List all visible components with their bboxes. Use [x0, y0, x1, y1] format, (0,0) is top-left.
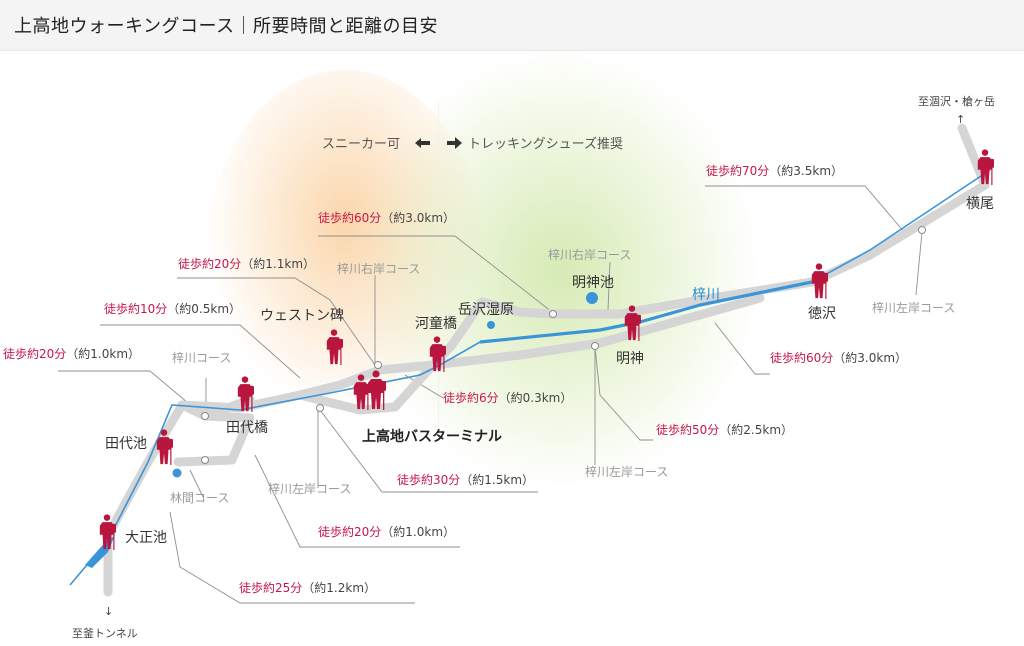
walk-time-label: 徒歩約25分（約1.2km）	[239, 580, 376, 595]
trail-junction-icon	[316, 404, 324, 412]
place-taishiro-bashi: 田代橋	[226, 420, 268, 436]
walk-time-label: 徒歩約60分（約3.0km）	[318, 210, 455, 225]
walk-time-label: 徒歩約60分（約3.0km）	[770, 350, 907, 365]
river-label: 梓川	[692, 287, 720, 303]
arrow-right-icon	[455, 137, 462, 149]
walk-time-label: 徒歩約70分（約3.5km）	[706, 163, 843, 178]
page-header: 上高地ウォーキングコース｜所要時間と距離の目安	[0, 0, 1024, 51]
background-glow	[205, 50, 760, 490]
walk-time-label: 徒歩約10分（約0.5km）	[104, 301, 241, 316]
walk-time-label: 徒歩約20分（約1.1km）	[178, 256, 315, 271]
course-rinkan: 林間コース	[170, 491, 229, 505]
place-myojin-ike: 明神池	[572, 275, 614, 291]
walk-times: 徒歩約20分（約1.0km） 徒歩約10分（約0.5km） 徒歩約20分（約1.…	[3, 163, 907, 595]
hiker-icon	[811, 263, 828, 299]
place-takesawa: 岳沢湿原	[458, 302, 514, 318]
course-left-bank-3: 梓川左岸コース	[872, 300, 955, 315]
legend-sneaker: スニーカー可	[322, 137, 400, 152]
arrow-down-icon: ↓	[104, 605, 113, 618]
pond-marker-icon	[172, 468, 182, 478]
leader-lines	[58, 185, 923, 604]
course-labels: 梓川コース 林間コース 梓川左岸コース 梓川右岸コース 梓川右岸コース 梓川左岸…	[170, 247, 955, 505]
place-labels: 大正池 田代池 田代橋 ウェストン碑 上高地バスターミナル 河童橋 岳沢湿原 明…	[105, 196, 994, 546]
course-right-bank-1: 梓川右岸コース	[337, 261, 420, 276]
pond-marker-icon	[586, 292, 598, 304]
place-yokoo: 横尾	[966, 196, 994, 212]
place-bus-terminal: 上高地バスターミナル	[362, 428, 502, 445]
trail-junction-icon	[549, 310, 557, 318]
legend-trekking: トレッキングシューズ推奨	[468, 136, 623, 152]
trail-junction-icon	[201, 456, 209, 464]
direction-south: 至釜トンネル	[72, 626, 138, 640]
walk-time-label: 徒歩約30分（約1.5km）	[397, 472, 534, 487]
walk-time-label: 徒歩約6分（約0.3km）	[443, 390, 572, 405]
place-weston: ウェストン碑	[260, 308, 344, 324]
arrow-left-icon	[415, 138, 430, 148]
place-taisho-ike: 大正池	[125, 530, 167, 546]
place-myojin: 明神	[616, 351, 644, 367]
direction-north: 至涸沢・槍ヶ岳	[918, 94, 995, 108]
course-left-bank-1: 梓川左岸コース	[268, 481, 351, 496]
place-tokusawa: 徳沢	[808, 306, 836, 322]
walk-time-label: 徒歩約20分（約1.0km）	[3, 346, 140, 361]
page-title: 上高地ウォーキングコース｜所要時間と距離の目安	[14, 16, 439, 37]
shoe-legend: スニーカー可 トレッキングシューズ推奨	[322, 136, 623, 152]
place-taishiro-ike: 田代池	[105, 436, 147, 452]
place-kappa-bashi: 河童橋	[415, 315, 457, 332]
trail-junction-icon	[374, 361, 382, 369]
trail-junction-icon	[201, 412, 209, 420]
trail-junctions	[201, 226, 926, 464]
pond-marker-icon	[487, 321, 495, 329]
trail-junction-icon	[918, 226, 926, 234]
walk-time-label: 徒歩約50分（約2.5km）	[656, 422, 793, 437]
course-azusa: 梓川コース	[172, 350, 231, 365]
course-left-bank-2: 梓川左岸コース	[585, 464, 668, 479]
trail-junction-icon	[591, 342, 599, 350]
course-right-bank-2: 梓川右岸コース	[548, 247, 631, 262]
arrow-up-icon: ↑	[956, 113, 965, 126]
walk-time-label: 徒歩約20分（約1.0km）	[318, 524, 455, 539]
pond-markers	[172, 292, 598, 478]
